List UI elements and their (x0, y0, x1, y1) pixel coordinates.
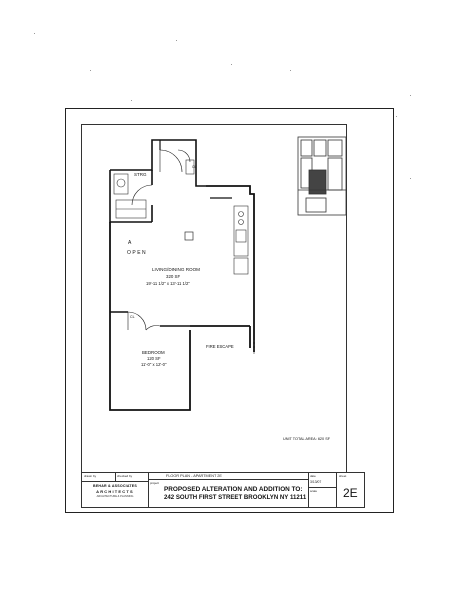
scan-speck (410, 95, 411, 96)
unit-total-area: UNIT TOTAL AREA: 620 SF (283, 437, 331, 441)
scan-speck (131, 100, 132, 101)
scan-speck (176, 40, 177, 41)
firm-divider (82, 481, 148, 482)
project-cell (148, 473, 309, 507)
checked-by-label: checked by (117, 474, 133, 478)
drawn-checked-divider (115, 473, 116, 481)
date-cell (308, 473, 337, 507)
sheet-label: sheet (339, 474, 347, 478)
living-room-name: LIVING/DINING ROOM (152, 267, 200, 272)
title-block: drawn by checked by project BEHAR & ASSO… (81, 472, 365, 508)
scan-speck (410, 178, 411, 179)
scan-speck (90, 70, 91, 71)
key-plan (297, 136, 347, 216)
fire-escape-label: FIRE ESCAPE (206, 344, 234, 349)
project-label: project (150, 481, 160, 485)
firm-subtitle: ARCHITECTS (96, 489, 134, 494)
kitchen-counter (233, 205, 249, 275)
scan-speck (396, 116, 397, 117)
drawing-sheet-border (65, 108, 394, 513)
project-line-1: PROPOSED ALTERATION AND ADDITION TO: (164, 486, 303, 493)
scan-speck (231, 64, 232, 65)
bedroom-name: BEDROOM (142, 350, 165, 355)
storage-label: STRG (134, 172, 147, 177)
column-mark (184, 231, 194, 241)
scan-speck (290, 70, 291, 71)
firm-cell (82, 473, 149, 507)
date-value: 3/13/07 (310, 480, 322, 484)
scale-label: scale (310, 489, 318, 493)
date-label: date (310, 474, 316, 478)
storage-fixtures (113, 159, 195, 219)
drawing-title: FLOOR PLAN - APARTMENT 2E (166, 474, 222, 478)
closet-label: CL (192, 165, 197, 169)
project-divider (148, 479, 308, 480)
bedroom-area: 120 SF (147, 356, 161, 361)
living-room-area: 320 SF (166, 274, 180, 279)
bedroom-closet-label: CL (130, 315, 135, 319)
door-swings (127, 149, 191, 331)
walls (109, 139, 255, 411)
date-divider (308, 487, 336, 488)
firm-tagline: ARCHITECTURE & PLANNING (96, 495, 134, 498)
firm-name: BEHAR & ASSOCIATES (93, 484, 137, 488)
project-line-2: 242 SOUTH FIRST STREET BROOKLYN NY 11211 (164, 494, 307, 501)
scan-speck (34, 33, 35, 34)
living-room-dims: 19'-11 1/2" x 13'-11 1/2" (146, 281, 190, 286)
drawn-by-label: drawn by (84, 474, 97, 478)
bedroom-dims: 11'-0" x 12'-0" (141, 362, 167, 367)
kitchen-label-a: A (128, 240, 134, 246)
kitchen-label-b: OPEN (127, 250, 147, 256)
sheet-number: 2E (343, 486, 358, 500)
